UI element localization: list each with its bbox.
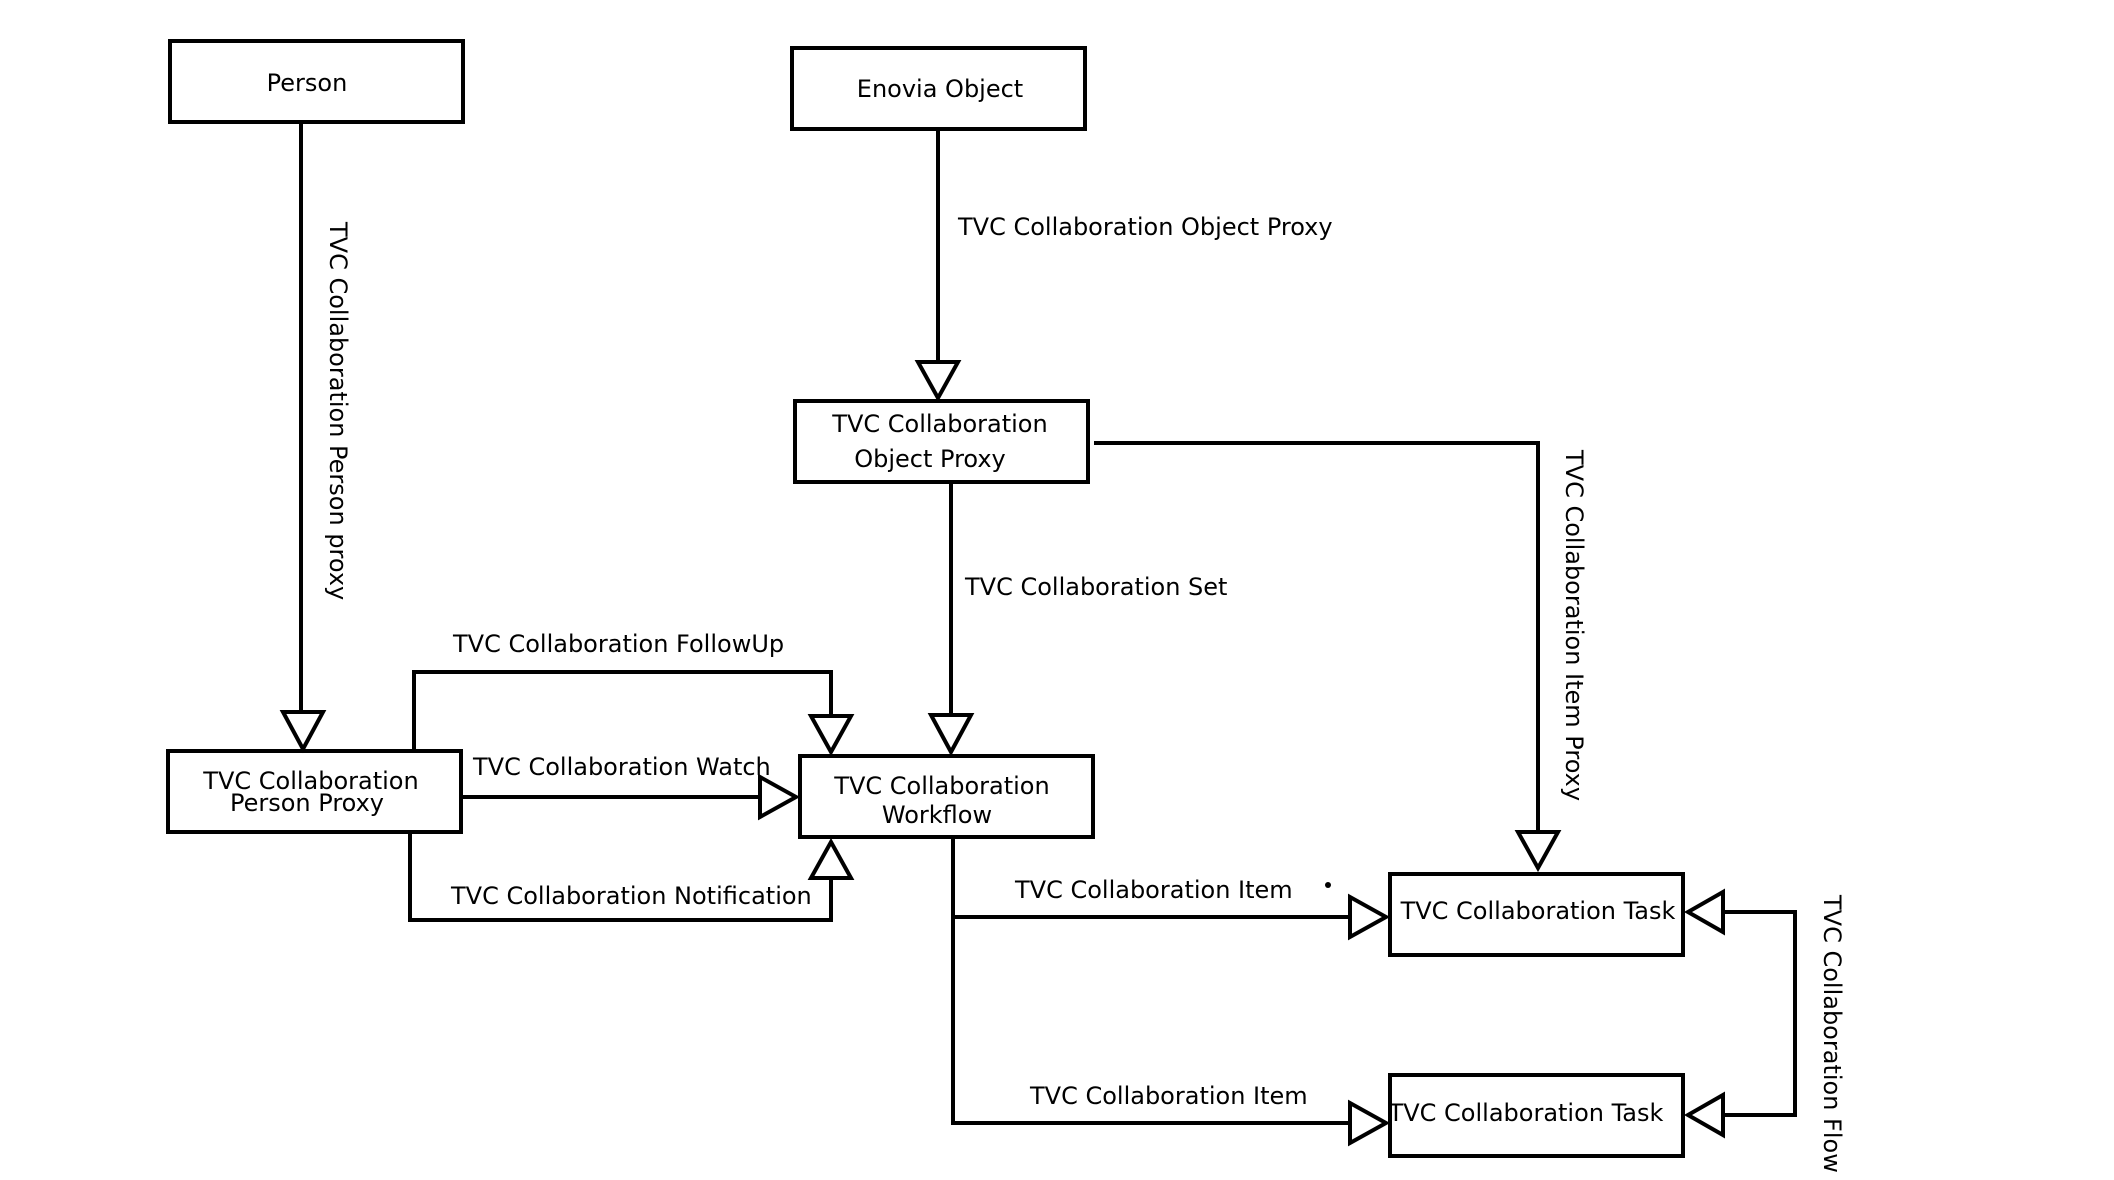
edge-item-proxy-label: TVC Collaboration Item Proxy [1560, 449, 1588, 801]
edge-item-proxy[interactable]: TVC Collaboration Item Proxy [1094, 441, 1588, 873]
edge-object-proxy-label: TVC Collaboration Object Proxy [957, 213, 1333, 241]
edge-set-label: TVC Collaboration Set [964, 573, 1227, 601]
edge-person-proxy-arrowhead [279, 710, 327, 754]
edge-flow-line [1723, 910, 1797, 1117]
node-task-1-label: TVC Collaboration Task [1400, 897, 1676, 925]
edge-flow-label: TVC Collaboration Flow [1818, 894, 1846, 1173]
edge-item-2-label: TVC Collaboration Item [1029, 1082, 1308, 1110]
node-person-proxy-box [166, 749, 463, 834]
edge-watch-arrowhead [758, 773, 801, 821]
node-task-2[interactable]: TVC Collaboration Task [1388, 1073, 1685, 1158]
edge-item-2-line [951, 917, 1350, 1125]
edge-item-proxy-arrowhead [1514, 830, 1562, 873]
edge-item-1-label: TVC Collaboration Item [1014, 876, 1293, 904]
edge-followup[interactable]: TVC Collaboration FollowUp [412, 630, 855, 757]
node-object-proxy[interactable]: TVC Collaboration Object Proxy [793, 399, 1090, 484]
edge-notification-line [408, 832, 833, 922]
node-task-2-box [1388, 1073, 1685, 1158]
edge-person-proxy-label: TVC Collaboration Person proxy [324, 221, 352, 600]
edge-item-2[interactable]: TVC Collaboration Item [951, 917, 1391, 1147]
node-workflow-box [798, 754, 1095, 839]
edge-notification[interactable]: TVC Collaboration Notification [408, 832, 855, 922]
node-object-proxy-label-line2: Object Proxy [854, 445, 1006, 473]
edge-notification-arrowhead [807, 837, 855, 880]
edge-followup-arrowhead [807, 714, 855, 757]
node-person-proxy-label-line1: TVC Collaboration [202, 767, 418, 795]
node-object-proxy-box [793, 399, 1090, 484]
node-workflow[interactable]: TVC Collaboration Workflow [798, 754, 1095, 839]
edge-item-1-arrowhead [1348, 893, 1391, 941]
edge-item-1[interactable]: TVC Collaboration Item [951, 837, 1391, 941]
node-person-label: Person [267, 69, 348, 97]
edge-item-proxy-line [1094, 441, 1540, 832]
node-workflow-label-line2: Workflow [882, 801, 992, 829]
edge-object-proxy[interactable]: TVC Collaboration Object Proxy [914, 129, 1333, 403]
edge-set-arrowhead [927, 713, 975, 757]
edge-flow-arrowhead-task-1 [1683, 888, 1725, 936]
edge-watch[interactable]: TVC Collaboration Watch [461, 753, 801, 821]
node-person[interactable]: Person [168, 39, 465, 124]
node-enovia-object-label: Enovia Object [857, 75, 1023, 103]
node-task-1-box [1388, 872, 1685, 957]
edge-set[interactable]: TVC Collaboration Set [927, 482, 1227, 757]
node-person-box [168, 39, 465, 124]
node-workflow-label-line1: TVC Collaboration [833, 772, 1049, 800]
node-enovia-object-box [790, 46, 1087, 131]
node-person-proxy[interactable]: TVC Collaboration Person Proxy [166, 749, 463, 834]
node-object-proxy-label-line1: TVC Collaboration [831, 410, 1047, 438]
stray-dot [1325, 882, 1331, 888]
edge-item-2-arrowhead [1348, 1099, 1391, 1147]
edge-flow-arrowhead-task-2 [1683, 1091, 1725, 1139]
edge-followup-line [412, 670, 833, 751]
edge-followup-label: TVC Collaboration FollowUp [452, 630, 784, 658]
edge-watch-label: TVC Collaboration Watch [472, 753, 771, 781]
node-task-1[interactable]: TVC Collaboration Task [1388, 872, 1685, 957]
node-task-2-label: TVC Collaboration Task [1388, 1099, 1664, 1127]
node-enovia-object[interactable]: Enovia Object [790, 46, 1087, 131]
edge-flow[interactable]: TVC Collaboration Flow [1683, 888, 1846, 1173]
edge-object-proxy-arrowhead [914, 360, 962, 403]
node-person-proxy-label-line2: Person Proxy [230, 789, 384, 817]
edge-notification-label: TVC Collaboration Notification [450, 882, 812, 910]
edge-person-proxy[interactable]: TVC Collaboration Person proxy [279, 122, 352, 754]
